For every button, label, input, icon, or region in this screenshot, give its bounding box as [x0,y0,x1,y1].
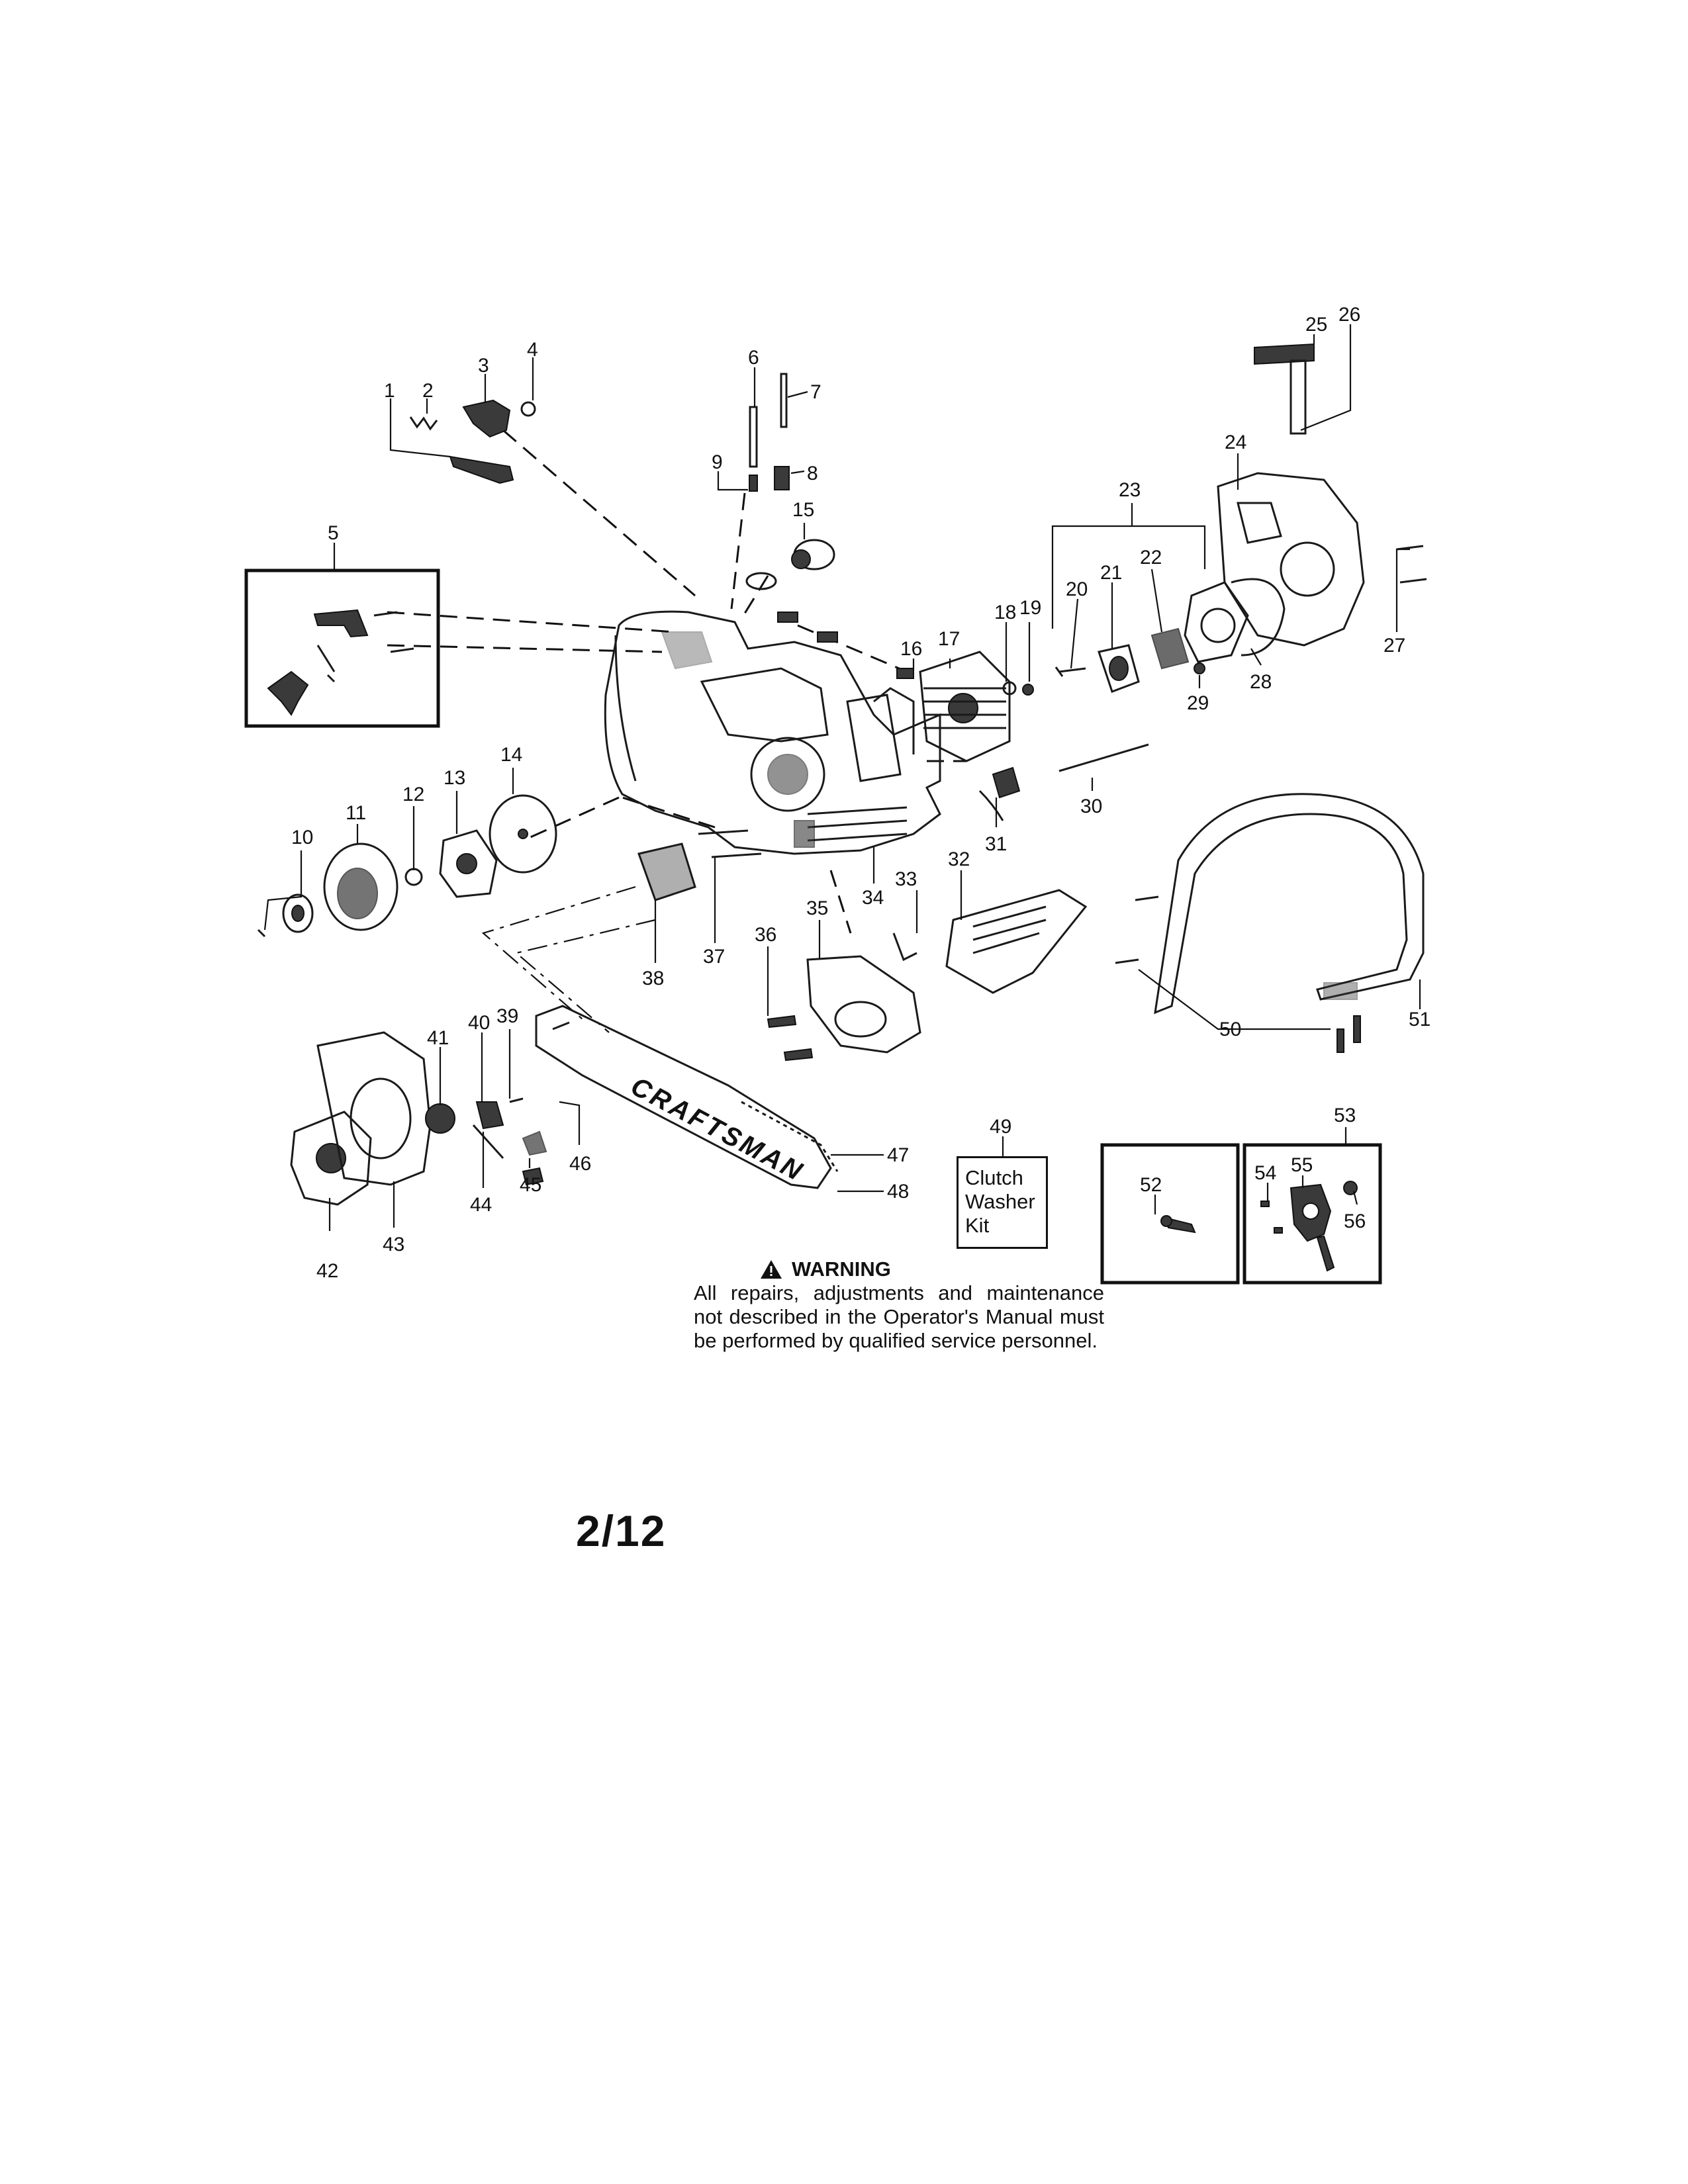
engine-housing [604,610,941,855]
callout-55: 55 [1291,1154,1313,1176]
callout-1: 1 [384,380,395,402]
callout-5: 5 [328,522,339,544]
callout-19: 19 [1019,597,1041,619]
callout-18: 18 [994,602,1016,623]
warning-block: WARNING All repairs, adjustments and mai… [694,1257,1104,1353]
callout-34: 34 [862,887,884,909]
callout-26: 26 [1338,304,1360,326]
callout-52: 52 [1140,1174,1162,1196]
callout-32: 32 [948,848,970,870]
callout-56: 56 [1344,1210,1366,1232]
callout-7: 7 [810,381,821,403]
callout-49: 49 [990,1116,1011,1138]
callout-25: 25 [1305,314,1327,336]
callout-44: 44 [470,1194,492,1216]
kit-line-1: Clutch [965,1166,1023,1189]
callout-39: 39 [496,1005,518,1027]
callout-labels: 1 2 3 4 5 6 7 8 9 15 16 17 18 19 20 21 2… [291,304,1430,1282]
callout-8: 8 [807,463,818,484]
callout-54: 54 [1254,1162,1276,1184]
item-5-box [244,569,440,728]
callout-29: 29 [1187,692,1209,714]
callout-33: 33 [895,868,917,890]
callout-31: 31 [985,833,1007,855]
item-53-box [1243,1143,1382,1285]
callout-3: 3 [478,355,489,377]
callout-2: 2 [422,380,434,402]
callout-35: 35 [806,897,828,919]
callout-42: 42 [316,1260,338,1282]
callout-38: 38 [642,968,664,989]
callout-37: 37 [703,946,725,968]
callout-53: 53 [1334,1105,1356,1126]
callout-40: 40 [468,1012,490,1034]
callout-46: 46 [569,1153,591,1175]
callout-45: 45 [520,1174,541,1196]
callout-17: 17 [938,628,960,650]
warning-triangle-icon [761,1260,782,1279]
clutch-washer-kit-box: Clutch Washer Kit [957,1156,1048,1249]
callout-27: 27 [1383,635,1405,657]
leader-lines [263,324,1421,1231]
bar-brand-text: CRAFTSMAN [626,1071,809,1187]
warning-heading-row: WARNING [760,1257,1104,1281]
callout-43: 43 [383,1234,404,1255]
callout-16: 16 [900,638,922,660]
callout-21: 21 [1100,562,1122,584]
callout-22: 22 [1140,547,1162,569]
callout-12: 12 [402,784,424,805]
kit-line-2: Washer [965,1190,1035,1213]
warning-heading: WARNING [792,1257,891,1281]
item-53-parts [1260,1181,1358,1272]
callout-9: 9 [712,451,723,473]
callout-11: 11 [346,802,366,824]
callout-36: 36 [755,924,776,946]
callout-14: 14 [500,744,522,766]
item-52-box [1100,1143,1240,1285]
callout-41: 41 [427,1027,449,1049]
callout-50: 50 [1219,1019,1241,1040]
kit-line-3: Kit [965,1214,990,1237]
callout-13: 13 [444,767,465,789]
callout-48: 48 [887,1181,909,1203]
item-5-parts [267,609,414,716]
callout-51: 51 [1409,1009,1430,1030]
callout-15: 15 [792,499,814,521]
callout-30: 30 [1080,796,1102,817]
callout-4: 4 [527,339,538,361]
guide-lines [387,429,966,1033]
callout-28: 28 [1250,671,1272,693]
callout-24: 24 [1225,432,1246,453]
item-52-part [1160,1215,1196,1234]
callout-20: 20 [1066,578,1088,600]
page-number: 2/12 [576,1506,667,1555]
warning-body: All repairs, adjustments and maintenance… [694,1281,1104,1352]
callout-6: 6 [748,347,759,369]
callout-10: 10 [291,827,313,848]
callout-47: 47 [887,1144,909,1166]
callout-23: 23 [1119,479,1141,501]
part-shapes [257,343,1427,1206]
